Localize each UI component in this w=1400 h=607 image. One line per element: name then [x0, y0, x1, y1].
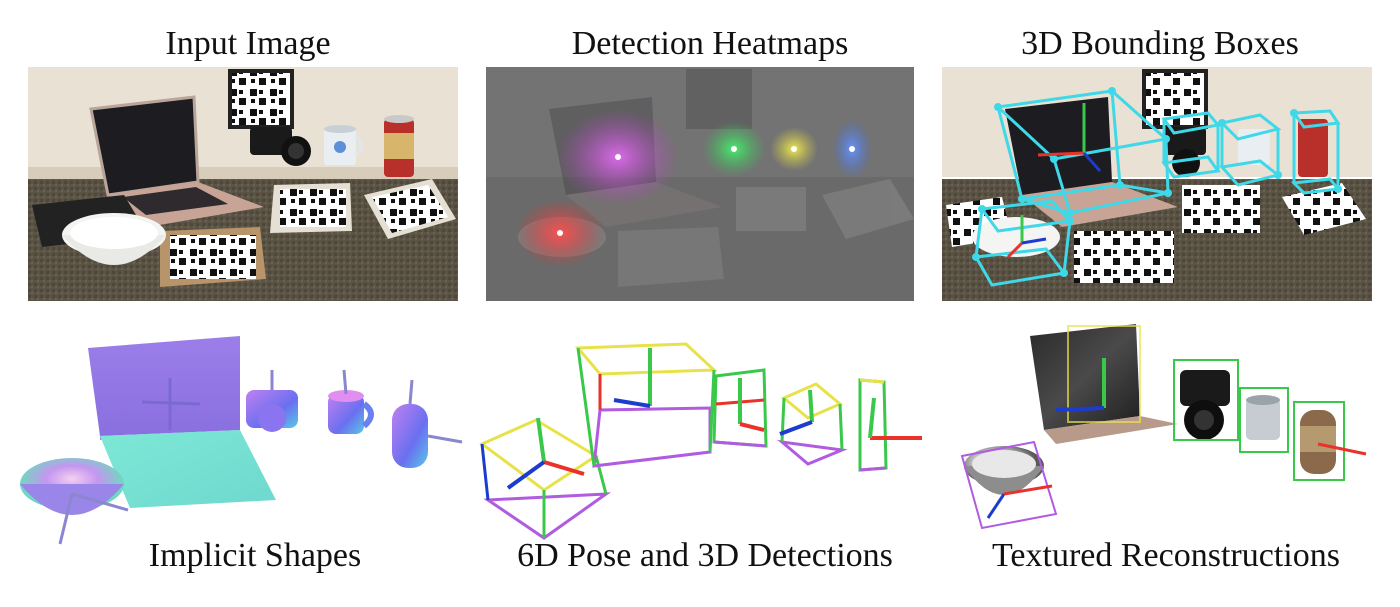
detection-box-bowl — [479, 418, 612, 540]
pose-axes-icon — [1006, 103, 1102, 259]
can-shape — [392, 379, 463, 468]
camera-icon — [250, 127, 311, 166]
pose-axes-icon — [506, 348, 922, 490]
heatmap-camera — [702, 121, 766, 177]
bowl-icon — [62, 213, 166, 265]
detection-box-can — [858, 378, 888, 472]
bbox-vertices — [972, 87, 1342, 277]
can-reconstruction — [1293, 401, 1367, 481]
panel-textured-reconstructions — [948, 318, 1378, 550]
heatmap-mug — [770, 127, 818, 171]
mug-icon — [324, 125, 363, 165]
detection-box-mug — [777, 382, 848, 466]
laptop-icon — [89, 95, 264, 227]
heatmap-laptop — [556, 109, 680, 205]
heatmap-bowl — [516, 199, 604, 267]
caption-input-image: Input Image — [165, 25, 331, 62]
caption-implicit-shapes: Implicit Shapes — [148, 537, 362, 574]
panel-implicit-shapes — [0, 318, 470, 550]
detection-box-laptop — [574, 342, 718, 468]
mug-reconstruction — [1239, 387, 1289, 453]
camera-reconstruction — [1173, 359, 1239, 441]
panel-6d-pose — [474, 318, 934, 550]
caption-3d-bounding-boxes: 3D Bounding Boxes — [1021, 25, 1299, 62]
panel-3d-bounding-boxes — [942, 67, 1372, 301]
caption-textured-reconstructions: Textured Reconstructions — [992, 537, 1340, 574]
camera-shape — [246, 370, 298, 432]
panel-input-image — [28, 67, 458, 301]
can-icon — [384, 115, 414, 177]
mug-shape — [328, 369, 374, 434]
caption-6d-pose-and-3d-detections: 6D Pose and 3D Detections — [517, 537, 893, 574]
caption-detection-heatmaps: Detection Heatmaps — [571, 25, 849, 62]
bowl-shape — [20, 458, 129, 545]
aruco-marker-wall-icon — [228, 69, 294, 129]
heatmap-can — [832, 119, 872, 179]
laptop-shape — [88, 336, 276, 508]
bowl-reconstruction — [960, 440, 1058, 530]
laptop-reconstruction — [1030, 324, 1178, 444]
panel-detection-heatmaps — [486, 67, 914, 301]
